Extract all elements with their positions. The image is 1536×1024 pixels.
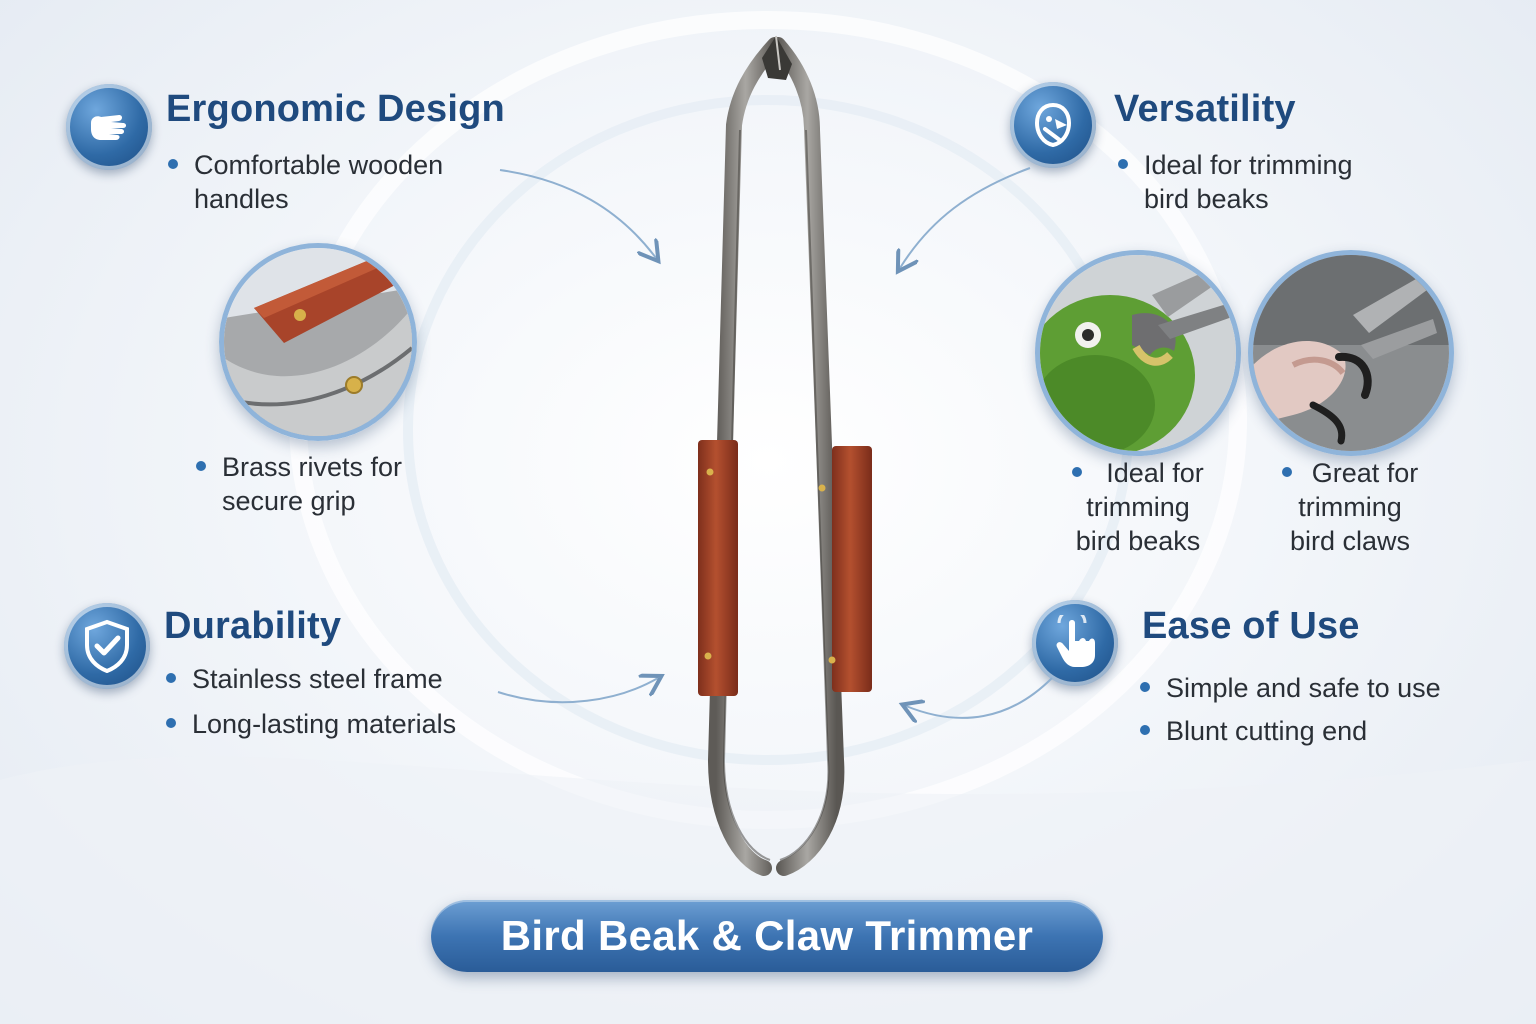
bullet-dot bbox=[1140, 724, 1150, 735]
durability-title: Durability bbox=[164, 605, 342, 647]
arrow-ergonomic bbox=[499, 169, 656, 258]
versatility-bullet-line-2: bird beaks bbox=[1144, 184, 1269, 214]
ease-bullet-2: Blunt cutting end bbox=[1140, 714, 1367, 748]
durability-bullet-1-text: Stainless steel frame bbox=[192, 664, 443, 694]
tap-finger-icon bbox=[1056, 615, 1095, 667]
ease-bullet-1-text: Simple and safe to use bbox=[1166, 673, 1441, 703]
ease-badge bbox=[1032, 600, 1118, 686]
ergonomic-bullet-line-2: handles bbox=[194, 184, 289, 214]
ergonomic-title: Ergonomic Design bbox=[166, 88, 505, 130]
versatility-badge bbox=[1010, 82, 1096, 168]
handle-rivet-closeup bbox=[219, 243, 417, 441]
bullet-dot bbox=[1072, 466, 1083, 477]
ease-bullet-1: Simple and safe to use bbox=[1140, 671, 1441, 705]
parrot-beak-photo bbox=[1035, 250, 1241, 456]
beak-caption-line-3: bird beaks bbox=[1075, 526, 1201, 556]
shield-check-icon bbox=[85, 619, 129, 673]
ease-bullet-2-text: Blunt cutting end bbox=[1166, 716, 1368, 746]
durability-bullet-2: Long-lasting materials bbox=[166, 707, 456, 741]
product-title-banner: Bird Beak & Claw Trimmer bbox=[431, 900, 1103, 972]
bird-tool-icon bbox=[1034, 102, 1072, 148]
bullet-dot bbox=[196, 460, 206, 471]
ergonomic-bullet-line-1: Comfortable wooden bbox=[194, 150, 444, 180]
claw-caption: Great for trimming bird claws bbox=[1252, 456, 1448, 558]
rivet-bullet-line-1: Brass rivets for bbox=[222, 452, 403, 482]
arrow-durability bbox=[497, 678, 658, 704]
beak-caption: Ideal for trimming bird beaks bbox=[1040, 456, 1236, 558]
arrow-ease bbox=[906, 677, 1053, 718]
ease-title: Ease of Use bbox=[1142, 605, 1360, 647]
ergonomic-badge bbox=[66, 84, 152, 170]
beak-caption-line-2: trimming bbox=[1086, 492, 1190, 522]
bullet-dot bbox=[1140, 681, 1150, 692]
bullet-dot bbox=[168, 158, 178, 169]
durability-bullet-1: Stainless steel frame bbox=[166, 662, 443, 696]
versatility-bullet: Ideal for trimming bird beaks bbox=[1118, 148, 1353, 216]
ergonomic-bullet: Comfortable wooden handles bbox=[168, 148, 443, 216]
hand-grip-icon bbox=[91, 115, 126, 140]
claw-caption-line-2: trimming bbox=[1298, 492, 1402, 522]
durability-bullet-2-text: Long-lasting materials bbox=[192, 709, 457, 739]
bullet-dot bbox=[1281, 466, 1292, 477]
bird-claw-photo bbox=[1248, 250, 1454, 456]
claw-caption-line-1: Great for bbox=[1311, 458, 1419, 488]
bullet-dot bbox=[166, 672, 176, 683]
arrow-versatility bbox=[900, 167, 1031, 268]
product-title: Bird Beak & Claw Trimmer bbox=[500, 912, 1034, 959]
versatility-bullet-line-1: Ideal for trimming bbox=[1144, 150, 1353, 180]
rivet-bullet-line-2: secure grip bbox=[222, 486, 356, 516]
bullet-dot bbox=[1118, 158, 1128, 169]
bullet-dot bbox=[166, 717, 176, 728]
claw-caption-line-3: bird claws bbox=[1289, 526, 1411, 556]
beak-caption-line-1: Ideal for bbox=[1106, 458, 1204, 488]
rivet-bullet: Brass rivets for secure grip bbox=[196, 450, 402, 518]
versatility-title: Versatility bbox=[1114, 88, 1296, 130]
durability-badge bbox=[64, 603, 150, 689]
